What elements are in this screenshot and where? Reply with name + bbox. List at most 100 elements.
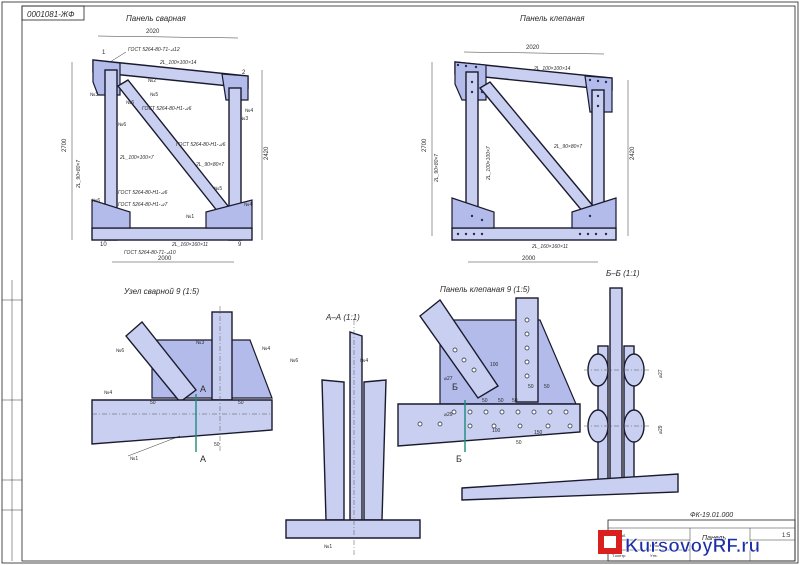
title-block-role-4: Н.контр.	[650, 543, 665, 548]
welded-label-3: 2L_90×80×7	[76, 160, 82, 189]
welded-lower-chord	[91, 227, 253, 241]
welded-mark-14: 9	[238, 242, 242, 248]
rivet-hole	[524, 317, 530, 323]
weld-node-mark-2: №3	[196, 340, 204, 346]
welded-mark-1: №3	[90, 92, 98, 98]
rivet-node-chord	[397, 403, 581, 447]
welded-mark-7: №6	[118, 122, 126, 128]
riveted-label-4: 2L_90×80×7	[553, 144, 582, 150]
rivet	[596, 79, 600, 83]
section-aa-mark-2: №4	[360, 358, 368, 364]
riveted-dim-bottom: 2000	[522, 256, 536, 262]
welded-panel-title: Панель сварная	[126, 14, 187, 23]
section-aa-title: А–А (1:1)	[325, 313, 360, 322]
section-bb-hole-29: ⌀29	[658, 425, 664, 434]
riveted-panel-rivets	[456, 63, 608, 236]
rivet	[464, 64, 468, 68]
section-aa-chord	[285, 519, 421, 539]
welded-dim-right: 2420	[264, 146, 270, 160]
riveted-panel-labels: 2L_100×100×14 2L_90×80×7 2L_100×100×7 2L…	[434, 66, 582, 250]
welded-gusset-bottom-left	[91, 199, 131, 229]
weld-node-cut-a-top: А	[200, 384, 206, 394]
watermark-logo-mark	[604, 536, 616, 548]
rivet-node-cut-top: Б	[452, 382, 458, 392]
rivet-hole	[483, 409, 489, 415]
stamp-text: 0001081-ЖФ	[27, 10, 75, 19]
weld-node-title: Узел сварной 9 (1:5)	[123, 287, 199, 296]
rivet	[472, 232, 476, 236]
rivet	[480, 218, 484, 222]
rivet	[586, 232, 590, 236]
rivet-hole	[524, 345, 530, 351]
rivet-node-cut-bottom: Б	[456, 454, 462, 464]
riveted-gusset-bottom-left	[451, 197, 495, 229]
rivet-hole	[471, 367, 477, 373]
weld-node-mark-3: №4	[262, 346, 270, 352]
welded-mark-6: №3	[240, 116, 248, 122]
rivet-node-dim-4: 50	[512, 398, 518, 404]
section-bb-view: Б–Б (1:1) ⌀27 ⌀29	[461, 269, 679, 501]
welded-dim-bottom: 2000	[158, 256, 172, 262]
welded-label-10: 2L_160×160×11	[171, 242, 208, 248]
welded-dim-left: 2700	[62, 138, 68, 152]
riveted-dim-top: 2020	[526, 45, 540, 51]
rivet-hole	[547, 409, 553, 415]
rivet-node-dim-9: 100	[492, 428, 501, 434]
weld-node-dim-3: 50	[214, 442, 220, 448]
welded-mark-3: №6	[126, 100, 134, 106]
rivet-node-diagonal	[419, 298, 499, 399]
rivet	[470, 214, 474, 218]
weld-node-chord	[91, 399, 273, 445]
section-bb-gusset	[609, 287, 623, 489]
rivet-node-dim-3: 50	[498, 398, 504, 404]
welded-mark-2: №5	[150, 92, 158, 98]
riveted-panel-view: Панель клепаная 2020 2700 2420 2000	[422, 14, 636, 263]
rivet-hole	[451, 409, 457, 415]
weld-node-view: Узел сварной 9 (1:5) А А №6 №3 №4 №4 №1 …	[91, 287, 273, 464]
weld-node-post	[211, 311, 233, 401]
welded-mark-10: №6	[92, 198, 100, 204]
welded-mark-15: 10	[100, 242, 107, 248]
rivet	[594, 232, 598, 236]
section-bb-chord	[461, 473, 679, 501]
weld-node-marks: №6 №3 №4 №4 №1	[104, 340, 270, 462]
rivet-node-dims: 100 50 50 50 50 50 150 50 100	[482, 362, 550, 446]
welded-label-5: 2L_100×100×7	[119, 155, 154, 161]
rivet-node-dim-5: 50	[544, 384, 550, 390]
watermark: KursovoyRF.ru	[598, 530, 760, 557]
rivet	[470, 90, 474, 94]
rivet	[474, 65, 478, 69]
riveted-lower-chord	[451, 227, 617, 241]
title-block-name: Панель	[702, 535, 726, 542]
inner-frame	[21, 5, 796, 562]
weld-node-dim-2: 50	[238, 400, 244, 406]
rivet-hole	[467, 409, 473, 415]
section-aa-right-flange	[363, 379, 387, 521]
rivet	[578, 232, 582, 236]
rivet-node-view: Панель клепаная 9 (1:5)	[397, 285, 581, 464]
welded-label-6: ГОСТ 5264-80-Н1-⊿6	[176, 142, 226, 148]
welded-mark-8: №5	[214, 186, 222, 192]
welded-gusset-bottom-right	[205, 199, 253, 229]
riveted-dim-right: 2420	[630, 146, 636, 160]
welded-label-8: ГОСТ 5264-80-Н1-⊿6	[118, 190, 168, 196]
rivet-hole	[491, 423, 497, 429]
rivet-hole	[499, 409, 505, 415]
rivet	[588, 214, 592, 218]
section-aa-mark-3: №1	[324, 544, 332, 550]
rivet	[470, 80, 474, 84]
welded-mark-11: №1	[186, 214, 194, 220]
rivet-node-title: Панель клепаная 9 (1:5)	[440, 285, 530, 294]
title-block-scale: 1:5	[782, 533, 791, 539]
welded-panel-view: Панель сварная 2020 2700 2420 2000 ГОСТ …	[62, 14, 270, 263]
rivet	[480, 232, 484, 236]
rivet-hole	[467, 423, 473, 429]
section-aa-view: А–А (1:1) №6 №4 №1	[285, 313, 421, 555]
drawing-stamp: 0001081-ЖФ	[21, 5, 85, 21]
weld-node-diagonal	[125, 320, 197, 403]
weld-node-mark-1: №6	[116, 348, 124, 354]
welded-mark-5: №4	[245, 108, 253, 114]
rivet	[596, 104, 600, 108]
